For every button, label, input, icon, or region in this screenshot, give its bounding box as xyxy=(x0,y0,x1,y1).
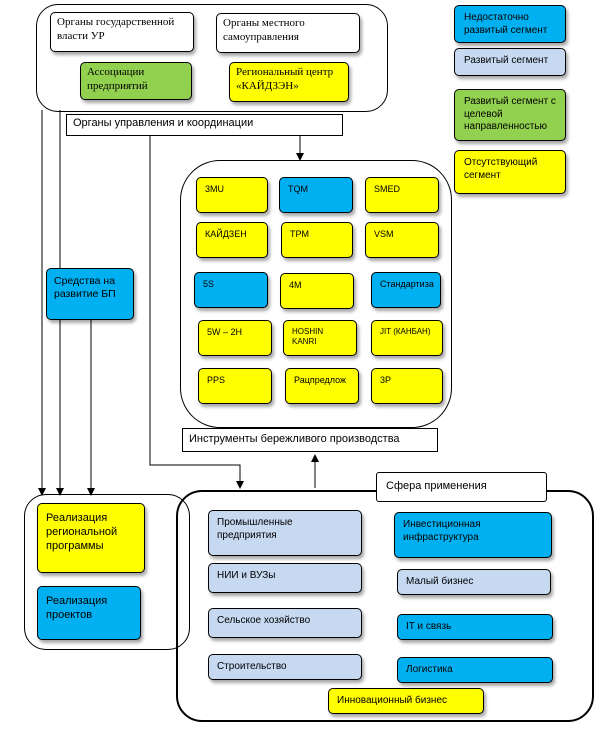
funds-box: Средства на развитие БП xyxy=(46,268,134,320)
local-bodies-box: Органы местного самоуправления xyxy=(216,13,360,53)
tool-hoshin-kanri: HOSHIN KANRI xyxy=(283,320,357,356)
tool-3mu: 3MU xyxy=(196,177,268,213)
sphere-label: Сфера применения xyxy=(376,472,547,502)
sphere-agriculture: Сельское хозяйство xyxy=(208,608,362,638)
sphere-it: IT и связь xyxy=(397,614,553,640)
legend-absent: Отсутствующий сегмент xyxy=(454,150,566,194)
tools-group xyxy=(180,160,452,428)
sphere-logistics: Логистика xyxy=(397,657,553,683)
tool-4m: 4M xyxy=(280,273,354,309)
sphere-research: НИИ и ВУЗы xyxy=(208,563,362,593)
governance-group xyxy=(36,4,388,112)
projects-box: Реализация проектов xyxy=(37,586,141,640)
sphere-industrial: Промышленные предприятия xyxy=(208,510,362,556)
sphere-small-business: Малый бизнес xyxy=(397,569,551,595)
implementation-group xyxy=(24,494,190,650)
legend-insufficient: Недостаточно развитый сегмент xyxy=(454,5,566,43)
sphere-construction: Строительство xyxy=(208,654,362,680)
legend-targeted: Развитый сегмент с целевой направленност… xyxy=(454,89,566,141)
tool-3p: 3P xyxy=(371,368,443,404)
associations-box: Ассоциации предприятий xyxy=(80,62,192,100)
governance-label: Органы управления и координации xyxy=(66,114,343,136)
tool-kaizen: КАЙДЗЕН xyxy=(196,222,268,258)
tools-label: Инструменты бережливого производства xyxy=(182,428,438,452)
sphere-investment: Инвестиционная инфраструктура xyxy=(394,512,552,558)
tool-pps: PPS xyxy=(198,368,272,404)
governance-to-sphere-line xyxy=(149,136,244,489)
tool-5s: 5S xyxy=(194,272,268,308)
tool-5w2h: 5W – 2H xyxy=(198,320,272,356)
tool-standardization: Стандартиза xyxy=(371,272,441,308)
regional-program-box: Реализация региональной программы xyxy=(37,503,145,573)
kaizen-center-box: Региональный центр «КАЙДЗЭН» xyxy=(229,62,349,102)
tool-rationalization: Рацпредлож xyxy=(285,368,359,404)
sphere-innovation: Инновационный бизнес xyxy=(328,688,484,714)
tool-vsm: VSM xyxy=(365,222,439,258)
tool-smed: SMED xyxy=(365,177,439,213)
tool-tqm: TQM xyxy=(279,177,353,213)
state-bodies-box: Органы государственной власти УР xyxy=(50,12,194,52)
tool-tpm: TPM xyxy=(281,222,353,258)
tool-jit-kanban: JIT (КАНБАН) xyxy=(371,320,443,356)
legend-developed: Развитый сегмент xyxy=(454,48,566,76)
